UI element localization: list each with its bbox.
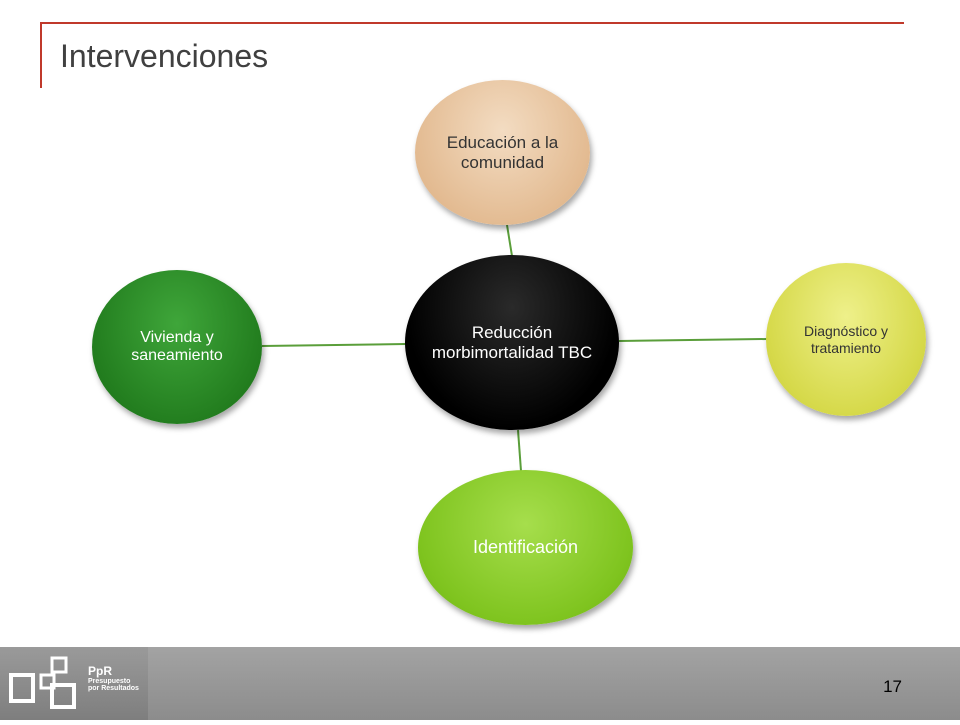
node-identificacion-label: Identificación (472, 537, 579, 558)
ppr-squares-icon (9, 656, 76, 709)
title-accent-bar (40, 22, 42, 88)
connector-right (618, 338, 768, 342)
footer-bar: PpR Presupuesto por Resultados 17 (0, 647, 960, 720)
ppr-logo-name: PpR (88, 664, 112, 678)
node-center-label: Reducción morbimortalidad TBC (431, 322, 593, 362)
ppr-logo: PpR Presupuesto por Resultados (0, 647, 148, 720)
ppr-logo-text: PpR Presupuesto por Resultados (88, 665, 139, 692)
node-diagnostico: Diagnóstico y tratamiento (766, 263, 926, 416)
node-vivienda-label: Vivienda y saneamiento (131, 328, 223, 364)
node-educacion-label: Educación a la comunidad (446, 132, 559, 172)
connector-top (506, 224, 513, 257)
title-accent-line (40, 22, 904, 24)
connector-left (261, 343, 407, 347)
ppr-logo-subtitle-2: por Resultados (88, 684, 139, 692)
ppr-logo-subtitle-1: Presupuesto (88, 677, 131, 685)
slide-title: Intervenciones (60, 38, 269, 74)
node-educacion: Educación a la comunidad (415, 80, 590, 225)
page-number: 17 (883, 677, 902, 696)
connector-bottom (517, 429, 522, 472)
node-identificacion: Identificación (418, 470, 633, 625)
node-diagnostico-label: Diagnóstico y tratamiento (803, 323, 889, 356)
node-vivienda: Vivienda y saneamiento (92, 270, 262, 424)
node-center: Reducción morbimortalidad TBC (405, 255, 619, 430)
